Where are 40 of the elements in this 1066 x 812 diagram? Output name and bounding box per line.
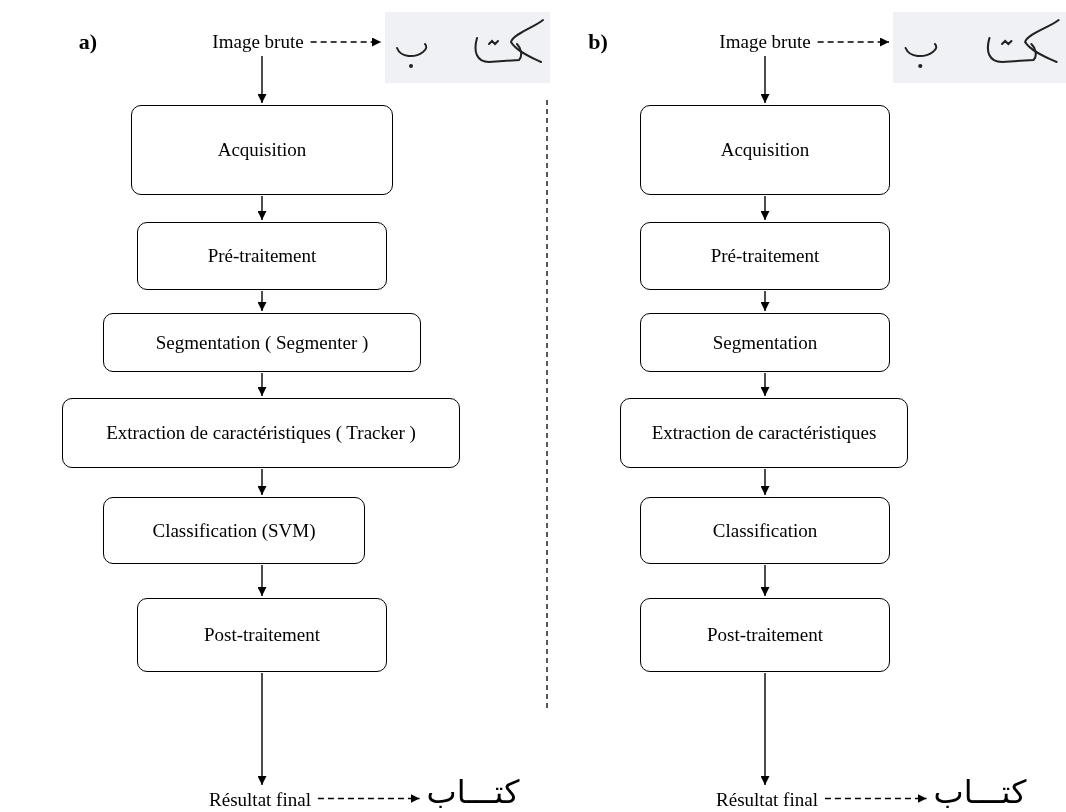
process-box: Extraction de caractéristiques ( Tracker ) (62, 398, 460, 468)
arrow (760, 290, 770, 312)
arrow (760, 672, 770, 786)
process-box: Post-traitement (640, 598, 890, 672)
process-box: Pré-traitement (640, 222, 890, 290)
arrow (760, 195, 770, 221)
arrow (257, 372, 267, 397)
process-box: Segmentation ( Segmenter ) (103, 313, 421, 372)
process-box: Classification (SVM) (103, 497, 365, 564)
arrow (816, 37, 890, 47)
process-box: Post-traitement (137, 598, 387, 672)
arrow (824, 794, 928, 803)
panel-label: b) (588, 29, 608, 55)
step-label: Résultat final (206, 787, 314, 812)
process-box: Pré-traitement (137, 222, 387, 290)
arrow (257, 290, 267, 312)
panel-label: a) (78, 29, 98, 55)
arrow (760, 468, 770, 496)
process-box: Classification (640, 497, 890, 564)
arrow (760, 372, 770, 397)
arrow (257, 468, 267, 496)
step-label: Image brute (716, 29, 814, 55)
arrow (257, 672, 267, 786)
arabic-word: كتـــاب (930, 774, 1030, 810)
process-box: Acquisition (640, 105, 890, 195)
arrow (309, 37, 382, 47)
arrow (257, 564, 267, 597)
arrow (760, 55, 770, 104)
handwriting-picture (893, 12, 1066, 83)
arrow (760, 564, 770, 597)
arrow (317, 794, 421, 803)
arrow (257, 55, 267, 104)
process-box: Segmentation (640, 313, 890, 372)
arrow (257, 195, 267, 221)
arabic-word: كتـــاب (423, 774, 523, 810)
process-box: Acquisition (131, 105, 393, 195)
step-label: Résultat final (713, 787, 821, 812)
process-box: Extraction de caractéristiques (620, 398, 908, 468)
step-label: Image brute (209, 29, 307, 55)
handwriting-picture (385, 12, 550, 83)
